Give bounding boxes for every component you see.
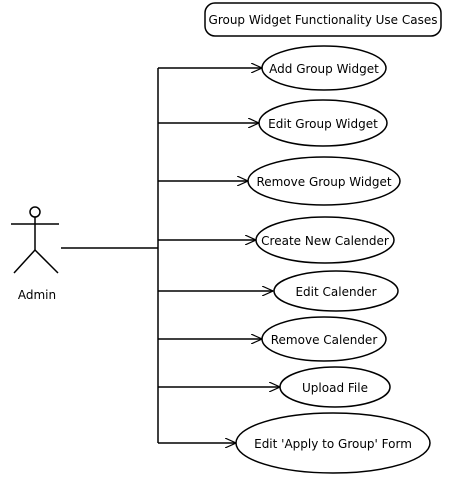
use-case-add-group-widget: Add Group Widget [261, 45, 387, 91]
title-box: Group Widget Functionality Use Cases [204, 2, 442, 37]
use-case-label: Remove Group Widget [256, 175, 391, 189]
use-case-label: Edit 'Apply to Group' Form [254, 437, 412, 451]
actor-label: Admin [18, 288, 56, 302]
use-case-remove-calender: Remove Calender [261, 316, 387, 362]
use-case-label: Upload File [302, 381, 368, 395]
admin-actor [11, 206, 59, 274]
use-case-label: Edit Calender [295, 285, 376, 299]
branch-arrows [158, 68, 280, 443]
use-case-edit-apply-to-group-form: Edit 'Apply to Group' Form [235, 412, 431, 474]
use-case-edit-calender: Edit Calender [273, 270, 399, 312]
actor-left-leg [13, 249, 36, 274]
use-case-edit-group-widget: Edit Group Widget [258, 99, 388, 147]
use-case-remove-group-widget: Remove Group Widget [247, 156, 401, 206]
use-case-label: Remove Calender [271, 333, 378, 347]
actor-right-leg [34, 249, 59, 274]
use-case-label: Add Group Widget [269, 62, 379, 76]
use-case-create-new-calender: Create New Calender [255, 216, 395, 264]
use-case-label: Create New Calender [261, 234, 389, 248]
use-case-upload-file: Upload File [279, 366, 391, 408]
actor-head [29, 206, 41, 218]
title-text: Group Widget Functionality Use Cases [209, 13, 438, 27]
use-case-label: Edit Group Widget [268, 117, 378, 131]
